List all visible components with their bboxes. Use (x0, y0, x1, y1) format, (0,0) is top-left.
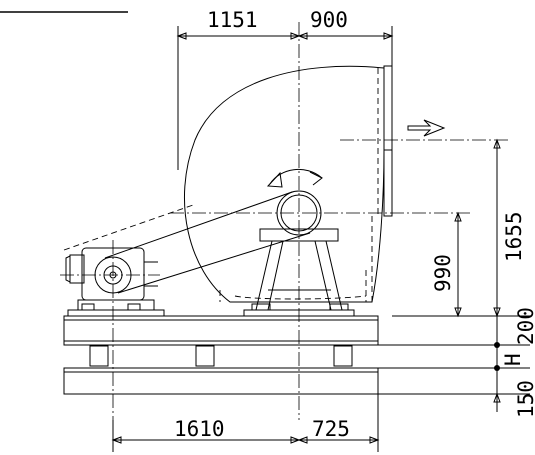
fan-scroll-housing (184, 65, 393, 303)
dim-right-base-mid: H (501, 353, 525, 366)
dim-right-base-bottom: 150 (514, 380, 535, 418)
flow-direction-arrow-icon (407, 119, 446, 137)
rotation-arrow-icon (266, 168, 323, 188)
isolator-block-right (333, 345, 353, 367)
dim-right-lines (378, 138, 530, 412)
dim-bottom-lines (111, 394, 380, 452)
drive-belt (63, 191, 311, 294)
isolator-block-left (89, 345, 109, 367)
dim-top-right: 900 (310, 8, 348, 32)
dim-top-lines (176, 26, 394, 170)
dim-right-base-top: 200 (514, 307, 535, 345)
motor (65, 247, 165, 317)
fan-bearing-pedestal (243, 228, 355, 317)
dim-right-inner: 990 (431, 254, 455, 292)
foundation-upper-beam (63, 315, 379, 346)
foundation-lower-beam (63, 367, 379, 395)
dim-right-outer: 1655 (502, 211, 526, 262)
dim-top-left: 1151 (207, 8, 258, 32)
isolator-block-middle (195, 345, 215, 367)
dim-bottom-left: 1610 (174, 417, 225, 441)
dim-bottom-right: 725 (312, 417, 350, 441)
